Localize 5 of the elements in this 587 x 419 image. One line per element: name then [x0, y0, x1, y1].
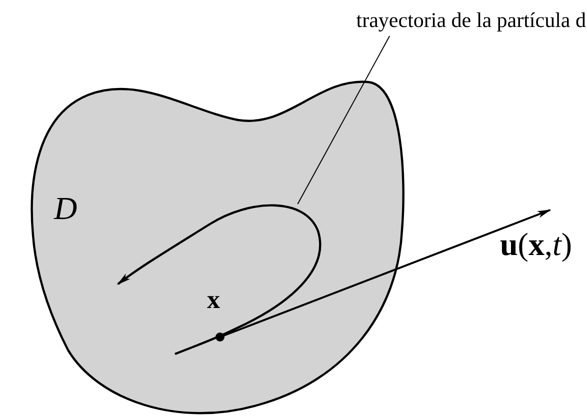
leader-text: trayectoria de la partícula d [356, 8, 586, 34]
point-label: x [207, 286, 220, 315]
velocity-label: u(x,t) [500, 227, 572, 262]
region-label: D [54, 192, 78, 224]
leader-line [297, 36, 390, 204]
